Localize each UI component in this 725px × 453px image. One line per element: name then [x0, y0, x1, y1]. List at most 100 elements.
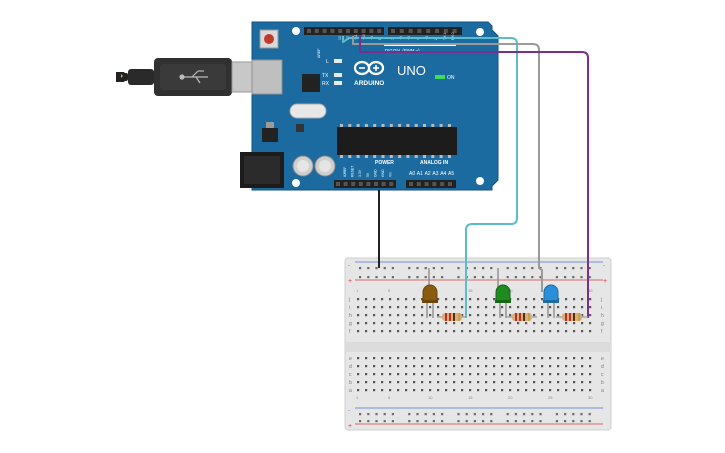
- header-hole[interactable]: [432, 182, 437, 186]
- terminal-hole[interactable]: [549, 381, 552, 384]
- rail-hole[interactable]: [572, 276, 575, 279]
- terminal-hole[interactable]: [469, 389, 472, 392]
- rail-hole[interactable]: [514, 267, 517, 270]
- rail-hole[interactable]: [555, 267, 558, 270]
- terminal-hole[interactable]: [405, 357, 408, 360]
- terminal-hole[interactable]: [485, 314, 488, 317]
- terminal-hole[interactable]: [461, 373, 464, 376]
- rail-hole[interactable]: [465, 413, 468, 416]
- rail-hole[interactable]: [359, 276, 362, 279]
- rail-hole[interactable]: [383, 413, 386, 416]
- terminal-hole[interactable]: [533, 389, 536, 392]
- terminal-hole[interactable]: [517, 322, 520, 325]
- terminal-hole[interactable]: [397, 373, 400, 376]
- rail-hole[interactable]: [408, 413, 411, 416]
- header-hole[interactable]: [448, 182, 452, 186]
- terminal-hole[interactable]: [365, 357, 368, 360]
- rail-hole[interactable]: [473, 413, 476, 416]
- terminal-hole[interactable]: [477, 357, 480, 360]
- terminal-hole[interactable]: [413, 306, 416, 309]
- terminal-hole[interactable]: [565, 330, 568, 333]
- terminal-hole[interactable]: [477, 373, 480, 376]
- header-hole[interactable]: [391, 29, 395, 33]
- terminal-hole[interactable]: [373, 381, 376, 384]
- terminal-hole[interactable]: [357, 365, 360, 368]
- terminal-hole[interactable]: [445, 365, 448, 368]
- terminal-hole[interactable]: [373, 365, 376, 368]
- rail-hole[interactable]: [588, 267, 591, 270]
- terminal-hole[interactable]: [445, 298, 448, 301]
- wire-teal[interactable]: [342, 36, 518, 318]
- rail-hole[interactable]: [555, 413, 558, 416]
- rail-hole[interactable]: [490, 413, 493, 416]
- rail-hole[interactable]: [473, 276, 476, 279]
- terminal-hole[interactable]: [429, 330, 432, 333]
- rail-hole[interactable]: [523, 267, 526, 270]
- terminal-hole[interactable]: [509, 389, 512, 392]
- terminal-hole[interactable]: [549, 314, 552, 317]
- terminal-hole[interactable]: [365, 298, 368, 301]
- terminal-hole[interactable]: [389, 298, 392, 301]
- terminal-hole[interactable]: [373, 330, 376, 333]
- rail-hole[interactable]: [359, 420, 362, 423]
- digital-header-holes[interactable]: [307, 29, 457, 33]
- rail-hole[interactable]: [408, 420, 411, 423]
- terminal-hole[interactable]: [573, 322, 576, 325]
- terminal-hole[interactable]: [477, 365, 480, 368]
- terminal-hole[interactable]: [573, 298, 576, 301]
- terminal-hole[interactable]: [573, 357, 576, 360]
- terminal-hole[interactable]: [437, 306, 440, 309]
- terminal-hole[interactable]: [581, 298, 584, 301]
- terminal-hole[interactable]: [469, 357, 472, 360]
- terminal-hole[interactable]: [517, 389, 520, 392]
- rail-hole[interactable]: [367, 276, 370, 279]
- rail-hole[interactable]: [482, 267, 485, 270]
- terminal-hole[interactable]: [589, 322, 592, 325]
- rail-hole[interactable]: [564, 413, 567, 416]
- terminal-hole[interactable]: [565, 389, 568, 392]
- terminal-hole[interactable]: [421, 314, 424, 317]
- terminal-hole[interactable]: [357, 314, 360, 317]
- rail-hole[interactable]: [588, 420, 591, 423]
- terminal-hole[interactable]: [517, 306, 520, 309]
- terminal-hole[interactable]: [373, 306, 376, 309]
- rail-hole[interactable]: [490, 420, 493, 423]
- header-hole[interactable]: [338, 29, 343, 33]
- terminal-hole[interactable]: [469, 306, 472, 309]
- header-hole[interactable]: [330, 29, 335, 33]
- terminal-hole[interactable]: [397, 389, 400, 392]
- terminal-hole[interactable]: [453, 306, 456, 309]
- terminal-hole[interactable]: [373, 322, 376, 325]
- rail-hole[interactable]: [391, 276, 394, 279]
- terminal-hole[interactable]: [357, 330, 360, 333]
- terminal-hole[interactable]: [445, 381, 448, 384]
- terminal-hole[interactable]: [509, 306, 512, 309]
- terminal-hole[interactable]: [565, 298, 568, 301]
- terminal-hole[interactable]: [381, 298, 384, 301]
- terminal-hole[interactable]: [493, 322, 496, 325]
- rail-hole[interactable]: [482, 413, 485, 416]
- terminal-hole[interactable]: [381, 314, 384, 317]
- terminal-hole[interactable]: [413, 314, 416, 317]
- resistor-3[interactable]: [556, 313, 588, 321]
- rail-hole[interactable]: [391, 420, 394, 423]
- rail-hole[interactable]: [580, 276, 583, 279]
- terminal-hole[interactable]: [501, 381, 504, 384]
- rail-hole[interactable]: [383, 420, 386, 423]
- terminal-hole[interactable]: [389, 373, 392, 376]
- breadboard-holes[interactable]: [357, 267, 592, 423]
- terminal-hole[interactable]: [373, 298, 376, 301]
- terminal-hole[interactable]: [565, 357, 568, 360]
- terminal-hole[interactable]: [589, 357, 592, 360]
- terminal-hole[interactable]: [485, 306, 488, 309]
- terminal-hole[interactable]: [589, 373, 592, 376]
- rail-hole[interactable]: [383, 267, 386, 270]
- led-green[interactable]: [495, 268, 511, 318]
- terminal-hole[interactable]: [509, 357, 512, 360]
- terminal-hole[interactable]: [525, 381, 528, 384]
- terminal-hole[interactable]: [389, 389, 392, 392]
- terminal-hole[interactable]: [525, 330, 528, 333]
- rail-hole[interactable]: [523, 276, 526, 279]
- terminal-hole[interactable]: [589, 306, 592, 309]
- terminal-hole[interactable]: [557, 373, 560, 376]
